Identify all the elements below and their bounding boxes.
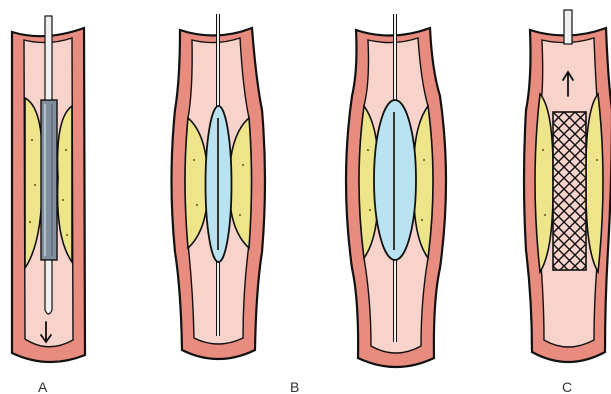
vessel-1-guidewire (45, 16, 52, 100)
vessel-4-guidewire (564, 10, 572, 44)
panel-label-a: A (38, 379, 48, 394)
panel-label-b: B (290, 379, 299, 394)
vessel-2 (172, 14, 266, 359)
vessel-4 (524, 10, 611, 362)
vessel-1 (12, 16, 85, 362)
vessel-3 (346, 14, 446, 367)
panel-label-c: C (562, 379, 572, 394)
vessel-1-catheter (41, 100, 57, 260)
